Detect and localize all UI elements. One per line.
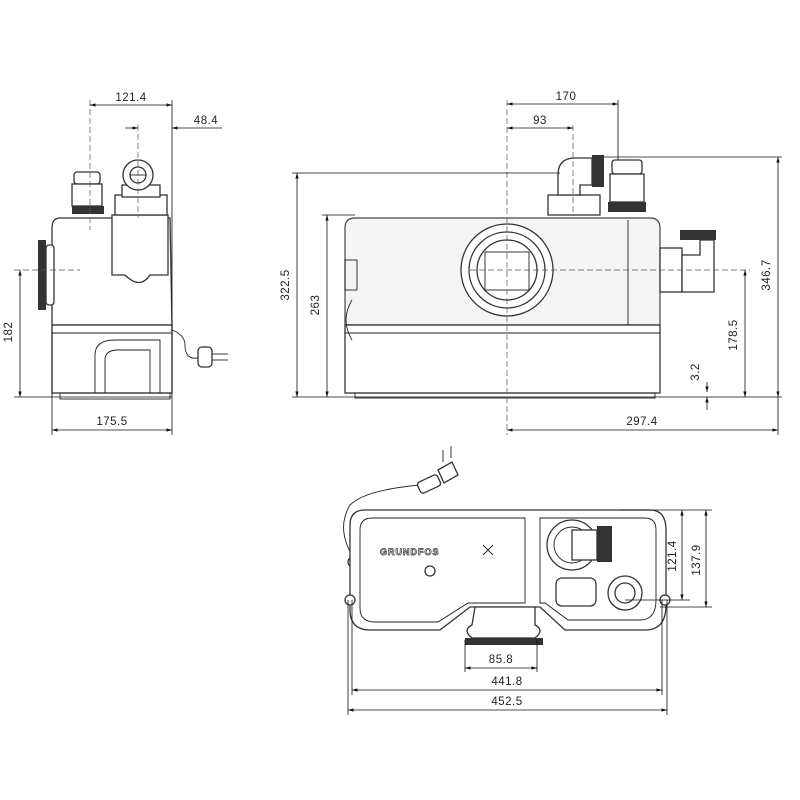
dim-label: 322.5	[280, 269, 292, 300]
top-inlet-fitting	[71, 171, 104, 214]
dim-label: 170	[556, 91, 577, 103]
screw-icon	[424, 565, 436, 577]
front-outlet-elbow	[547, 155, 604, 216]
dim-label: 182	[3, 322, 15, 343]
side-body	[51, 214, 173, 400]
dim-label: 346.7	[761, 259, 773, 290]
grundfos-logo: GRUNDFOS	[380, 547, 440, 557]
front-side-outlet	[659, 230, 716, 293]
dim-label: 48.4	[194, 115, 218, 127]
front-view: 170 93 322.5 263 346.7 178.5 3.2 297.4	[280, 91, 782, 435]
dim-label: 93	[533, 115, 547, 127]
side-inlet-fitting	[38, 240, 55, 310]
dim-label: 297.4	[626, 416, 657, 428]
dim-label: 121.4	[667, 540, 679, 571]
side-view: 121.4 48.4 182 175.5	[3, 92, 228, 435]
top-outlet-elbow	[546, 519, 612, 571]
vent-opening	[555, 577, 597, 607]
top-inlet-fitting	[607, 575, 643, 611]
grundfos-logo-mark	[482, 544, 494, 556]
dim-label: 3.2	[690, 363, 702, 381]
dim-label: 121.4	[115, 92, 146, 104]
dim-label: 452.5	[491, 696, 522, 708]
dim-label: 175.5	[96, 416, 127, 428]
dim-label: 178.5	[728, 319, 740, 350]
front-top-inlet	[608, 159, 646, 212]
dim-label: 441.8	[491, 676, 522, 688]
dim-label: 263	[310, 295, 322, 316]
bottom-inlet-fitting	[465, 606, 543, 645]
top-view: GRUNDFOS 121.4 137.9 85.8	[343, 446, 712, 715]
power-cable-plug	[171, 329, 228, 368]
dim-label: 85.8	[489, 654, 513, 666]
outlet-elbow	[114, 159, 168, 216]
dim-label: 137.9	[691, 544, 703, 575]
